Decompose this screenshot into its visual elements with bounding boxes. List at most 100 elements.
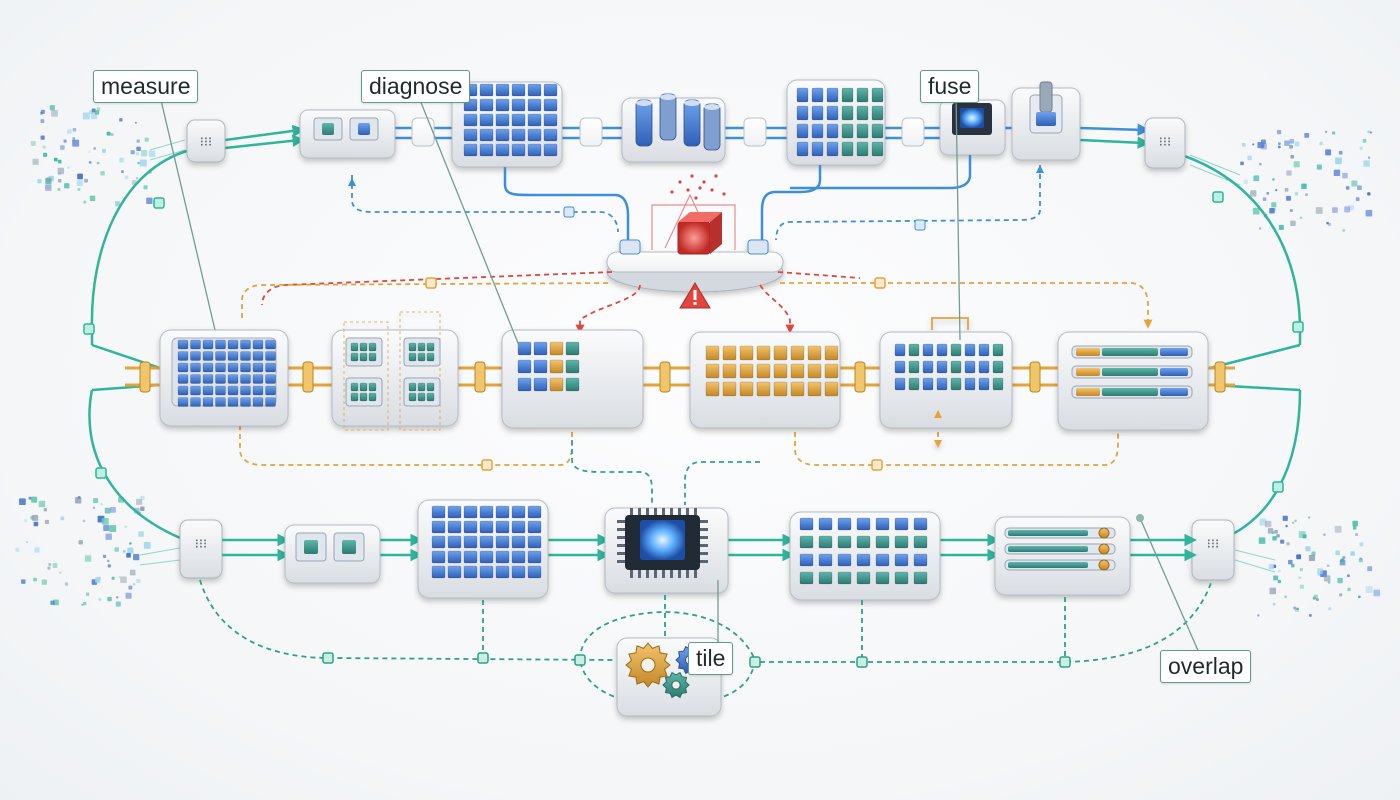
rail-cap: [1098, 559, 1110, 571]
particle: [1296, 554, 1302, 560]
particle: [1288, 559, 1293, 565]
particle: [102, 148, 106, 153]
chip-pin: [617, 560, 625, 563]
button-chip: [837, 535, 852, 549]
rail-cap: [1098, 543, 1110, 555]
particle: [49, 105, 55, 111]
particle: [135, 177, 139, 180]
blue-chip: [543, 98, 558, 112]
particle: [42, 145, 46, 149]
blue-chip: [265, 339, 276, 350]
teal-chip: [417, 342, 426, 352]
particle: [1359, 146, 1363, 150]
blue-chip: [265, 385, 276, 396]
particle: [129, 542, 132, 545]
cylinder-cap: [704, 104, 720, 110]
gold-chip: [790, 363, 805, 379]
particle: [129, 569, 136, 576]
blue-chip: [479, 505, 494, 519]
chip-pin: [700, 552, 708, 555]
particle: [1355, 533, 1358, 537]
blue-chip: [479, 128, 494, 142]
svg-text:⁝⁝⁝: ⁝⁝⁝: [1159, 135, 1171, 150]
particle: [136, 146, 141, 152]
button-chip-grid: [799, 517, 928, 585]
particle: [52, 563, 58, 568]
teal-chip: [368, 382, 377, 392]
teal-chip: [350, 352, 359, 362]
particle: [1247, 155, 1252, 161]
chip-pin: [646, 508, 649, 515]
blue-chip: [202, 385, 214, 396]
hub-top-left: ⁝⁝⁝: [186, 119, 226, 163]
gold-chip: [773, 381, 788, 397]
teal-chip: [350, 382, 359, 392]
mid-panel-6-rails: [1057, 331, 1209, 431]
chip-pin: [694, 570, 697, 578]
blue-chip: [511, 98, 526, 112]
fused-chip: [922, 360, 934, 374]
outer-loop-beads: [83, 191, 1304, 493]
particle: [1272, 536, 1277, 541]
particle: [72, 137, 76, 140]
particle: [82, 112, 90, 120]
blue-chip: [431, 505, 446, 519]
bot-panel-4-button-grid: [789, 511, 941, 601]
teal-chip: [417, 352, 426, 362]
particle: [40, 135, 45, 140]
blue-chip: [479, 113, 494, 127]
particle: [1276, 130, 1282, 135]
particle: [1338, 150, 1343, 155]
particle: [1299, 567, 1304, 572]
blue-chip: [431, 550, 446, 564]
chip-socket: [345, 337, 383, 367]
fused-chip: [964, 360, 976, 374]
blue-chip: [447, 505, 462, 519]
particle: [136, 152, 140, 156]
blue-chip: [265, 397, 276, 407]
particle: [104, 507, 111, 514]
blue-chip: [511, 505, 526, 519]
particle: [126, 553, 131, 558]
particle: [33, 521, 39, 527]
top-panel-6-tower: [1011, 81, 1081, 161]
teal-chip: [408, 342, 417, 352]
fused-chip: [950, 360, 962, 374]
particle: [1257, 141, 1264, 149]
fused-chip: [978, 377, 990, 391]
button-chip: [837, 517, 852, 531]
alarm-spark: [686, 188, 690, 192]
particle: [1289, 139, 1295, 144]
particle: [84, 555, 92, 562]
blue-chip: [543, 128, 558, 142]
arrow-up: [1036, 165, 1044, 173]
particle: [72, 139, 80, 147]
button-chip: [799, 553, 814, 567]
chip-pin: [617, 552, 625, 555]
particle: [1358, 558, 1363, 563]
blue-chip: [495, 128, 510, 142]
particle: [137, 161, 140, 165]
loop-left-upper: [90, 148, 191, 345]
label-overlap: overlap: [1160, 650, 1252, 683]
particle: [43, 152, 48, 157]
particle: [1301, 183, 1307, 189]
particle: [1274, 529, 1278, 534]
blue-chip: [215, 374, 226, 384]
particle: [101, 517, 109, 525]
blue-chip: [227, 374, 239, 384]
particle: [1362, 138, 1367, 143]
mixed-chip: [565, 359, 580, 374]
button-chip: [856, 517, 871, 531]
rail-chip: [1160, 368, 1188, 376]
particle: [1337, 577, 1343, 584]
particle: [1290, 220, 1296, 227]
particle: [24, 519, 28, 523]
particle: [1324, 575, 1331, 582]
blue-chip: [527, 505, 542, 519]
hub-bottom-right: ⁝⁝⁝: [1191, 519, 1235, 581]
mixed-chip: [841, 105, 854, 121]
fused-chip: [894, 360, 906, 374]
blue-chip: [190, 397, 201, 407]
blue-chip: [215, 351, 226, 361]
